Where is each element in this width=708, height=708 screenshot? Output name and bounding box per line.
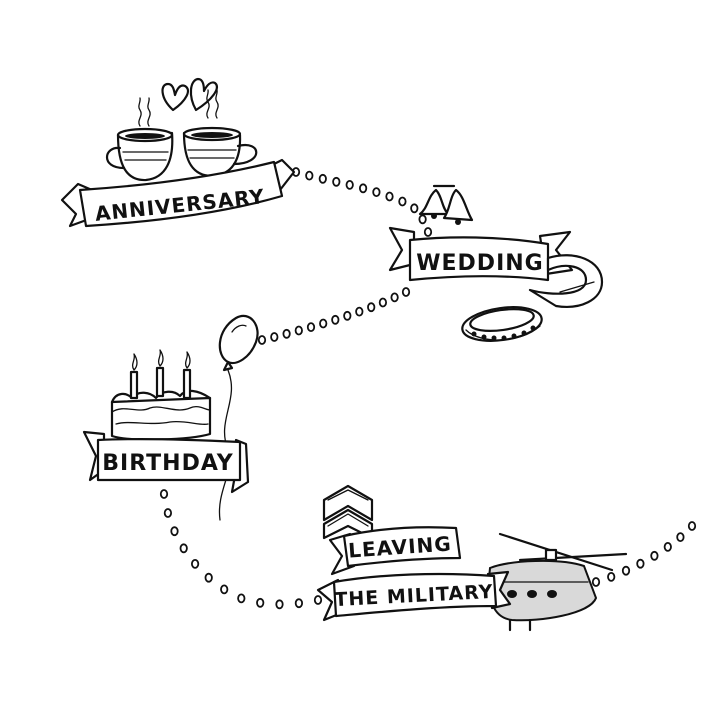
path-dot bbox=[294, 598, 303, 609]
path-dot bbox=[220, 584, 229, 595]
path-dot bbox=[378, 297, 387, 308]
path-dot bbox=[418, 214, 427, 225]
dotted-path bbox=[159, 167, 697, 610]
birthday-banner: BIRTHDAY bbox=[82, 430, 250, 494]
path-dot bbox=[294, 325, 303, 336]
birthday-label: BIRTHDAY bbox=[102, 451, 234, 476]
path-dot bbox=[663, 542, 672, 552]
leaving-banner: LEAVING bbox=[328, 526, 462, 576]
path-dot bbox=[621, 565, 631, 576]
path-dot bbox=[313, 595, 323, 605]
path-dot bbox=[636, 558, 645, 569]
path-dot bbox=[305, 170, 314, 181]
path-dot bbox=[282, 328, 291, 339]
birthday-cake-icon bbox=[110, 349, 212, 441]
helicopter-windows-icon bbox=[507, 590, 557, 598]
path-dot bbox=[591, 577, 601, 587]
helicopter-icon bbox=[488, 532, 628, 632]
path-dot bbox=[385, 191, 394, 202]
path-dot bbox=[607, 572, 616, 582]
coffee-cup-left-icon bbox=[105, 127, 174, 182]
wedding-banner: WEDDING bbox=[388, 226, 574, 282]
path-dot bbox=[410, 203, 419, 214]
path-dot bbox=[367, 302, 376, 313]
coffee-cup-right-icon bbox=[182, 126, 258, 178]
path-dot bbox=[163, 508, 172, 518]
path-dot bbox=[237, 593, 246, 604]
path-dot bbox=[306, 322, 316, 333]
path-dot bbox=[204, 572, 213, 583]
path-dot bbox=[270, 332, 279, 342]
path-dot bbox=[423, 227, 433, 237]
path-dot bbox=[687, 521, 697, 531]
wedding-label: WEDDING bbox=[416, 251, 543, 276]
ribbon-curl-icon bbox=[528, 254, 604, 308]
path-dot bbox=[319, 318, 328, 329]
path-dot bbox=[343, 310, 352, 321]
path-dot bbox=[257, 335, 267, 345]
path-dot bbox=[345, 179, 354, 190]
path-dot bbox=[179, 543, 188, 554]
hearts-icon bbox=[161, 77, 218, 112]
path-dot bbox=[650, 550, 659, 561]
path-dot bbox=[159, 489, 169, 499]
anniversary-banner: ANNIVERSARY bbox=[60, 158, 296, 228]
path-dot bbox=[355, 306, 364, 317]
path-dot bbox=[275, 599, 284, 610]
steam-icon bbox=[138, 89, 219, 127]
path-dot bbox=[390, 292, 399, 303]
sergeant-chevrons-icon bbox=[322, 484, 374, 540]
path-dot bbox=[358, 183, 368, 194]
path-dot bbox=[372, 187, 381, 198]
military-banner: THE MILITARY bbox=[316, 570, 512, 622]
path-dot bbox=[318, 173, 327, 184]
wedding-bells-icon bbox=[418, 184, 474, 225]
candles-icon bbox=[129, 349, 192, 400]
path-dot bbox=[398, 196, 407, 207]
path-dot bbox=[331, 314, 340, 325]
path-dot bbox=[332, 176, 341, 187]
path-dot bbox=[256, 597, 265, 608]
path-dot bbox=[676, 532, 685, 542]
path-dot bbox=[170, 526, 179, 537]
balloon-icon bbox=[218, 314, 259, 521]
ring-gems-icon bbox=[471, 325, 536, 341]
wedding-rings-icon bbox=[461, 306, 543, 342]
path-dot bbox=[191, 559, 200, 569]
path-dot bbox=[401, 287, 411, 297]
